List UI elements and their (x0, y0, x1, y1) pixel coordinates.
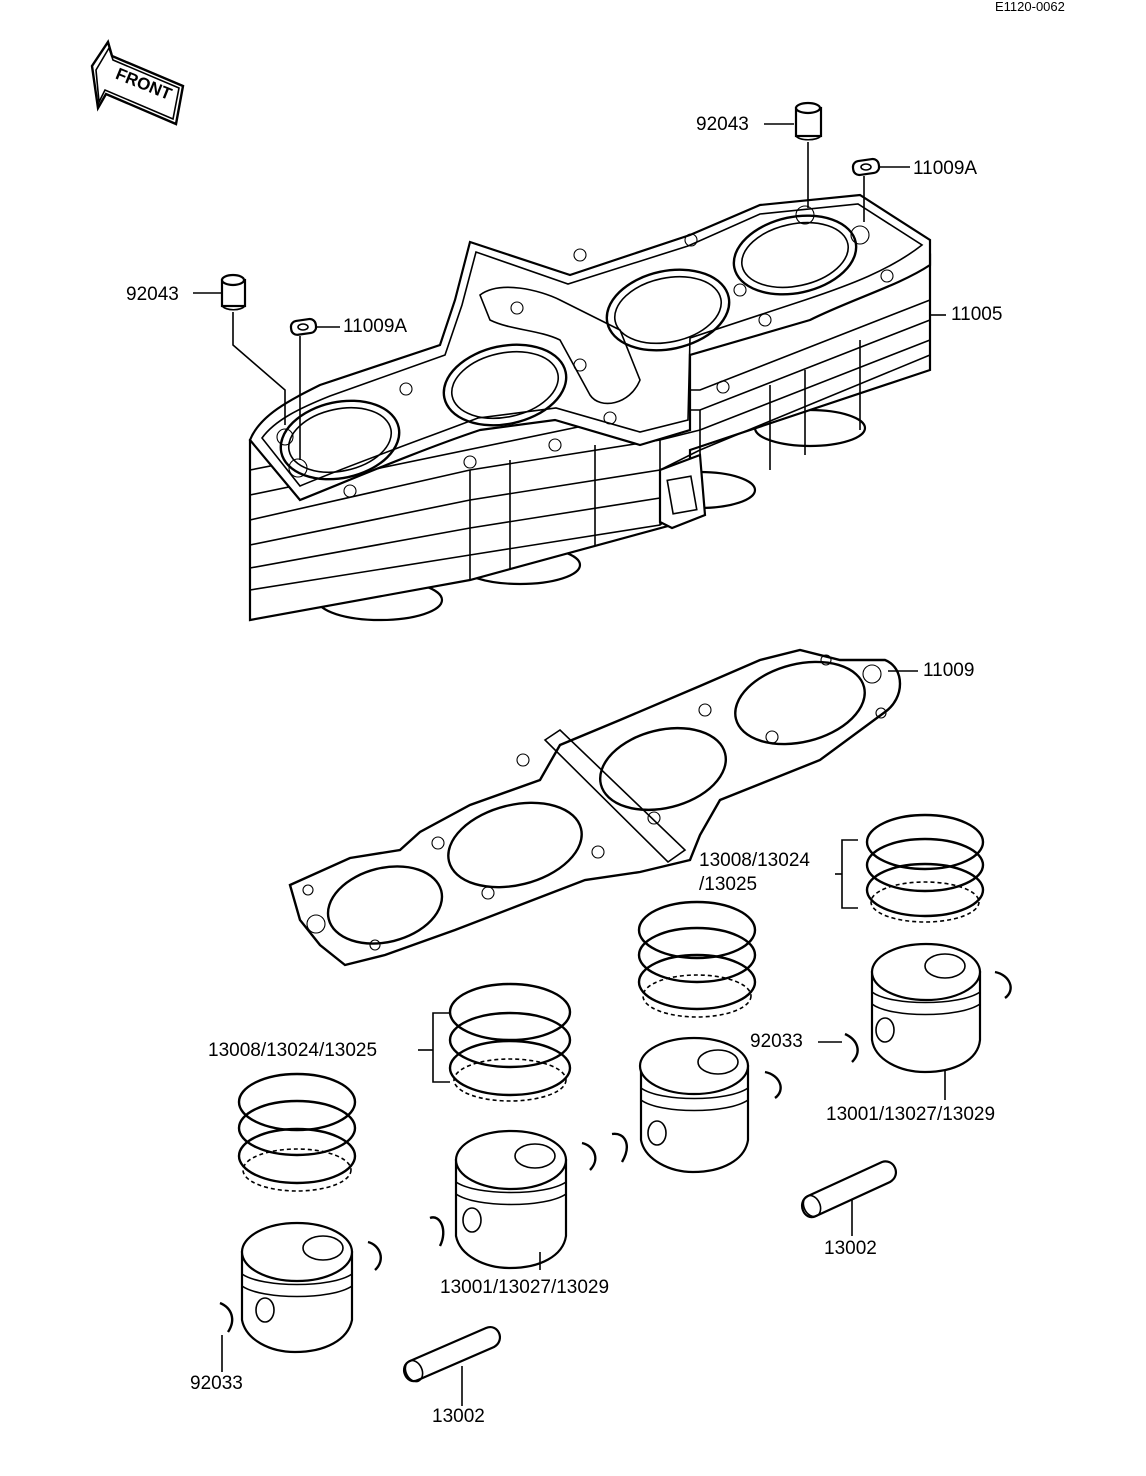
front-arrow-icon: FRONT (90, 39, 185, 126)
grommet-left (289, 317, 340, 460)
piston-rings-left (237, 1072, 357, 1192)
piston-rings-right (835, 813, 985, 923)
piston-middle (638, 1036, 750, 1174)
piston-left (240, 1221, 354, 1354)
piston-left-middle (454, 1129, 568, 1270)
piston-right (870, 942, 982, 1100)
piston-rings-middle (637, 900, 757, 1018)
grommet-top (851, 157, 910, 222)
label-grommet-left: 11009A (343, 316, 408, 337)
piston-pin-left (402, 1326, 501, 1406)
dowel-pin-top (764, 101, 823, 208)
dowel-pin-left (193, 273, 286, 425)
label-cylinder-block: 11005 (951, 304, 1003, 325)
piston-rings-left-middle (418, 982, 572, 1102)
head-gasket (288, 648, 918, 967)
label-head-gasket: 11009 (923, 660, 975, 681)
label-dowel-left: 92043 (126, 284, 179, 305)
label-rings-right-line2: /13025 (699, 874, 758, 895)
diagram-code: E1120-0062 (995, 0, 1065, 14)
cylinder-block (248, 193, 932, 622)
label-pin-right: 13002 (824, 1238, 877, 1259)
label-piston-left: 13001/13027/13029 (440, 1277, 610, 1298)
piston-pin-right (800, 1160, 898, 1236)
label-circlip-left: 92033 (190, 1373, 243, 1394)
label-grommet-top: 11009A (913, 158, 978, 179)
label-circlip-right: 92033 (750, 1031, 803, 1052)
label-dowel-top: 92043 (696, 114, 749, 135)
label-rings-left: 13008/13024/13025 (208, 1040, 378, 1061)
label-rings-right-line1: 13008/13024 (699, 850, 810, 871)
label-pin-left: 13002 (432, 1406, 485, 1427)
label-piston-right: 13001/13027/13029 (826, 1104, 996, 1125)
circlips (219, 970, 1012, 1372)
